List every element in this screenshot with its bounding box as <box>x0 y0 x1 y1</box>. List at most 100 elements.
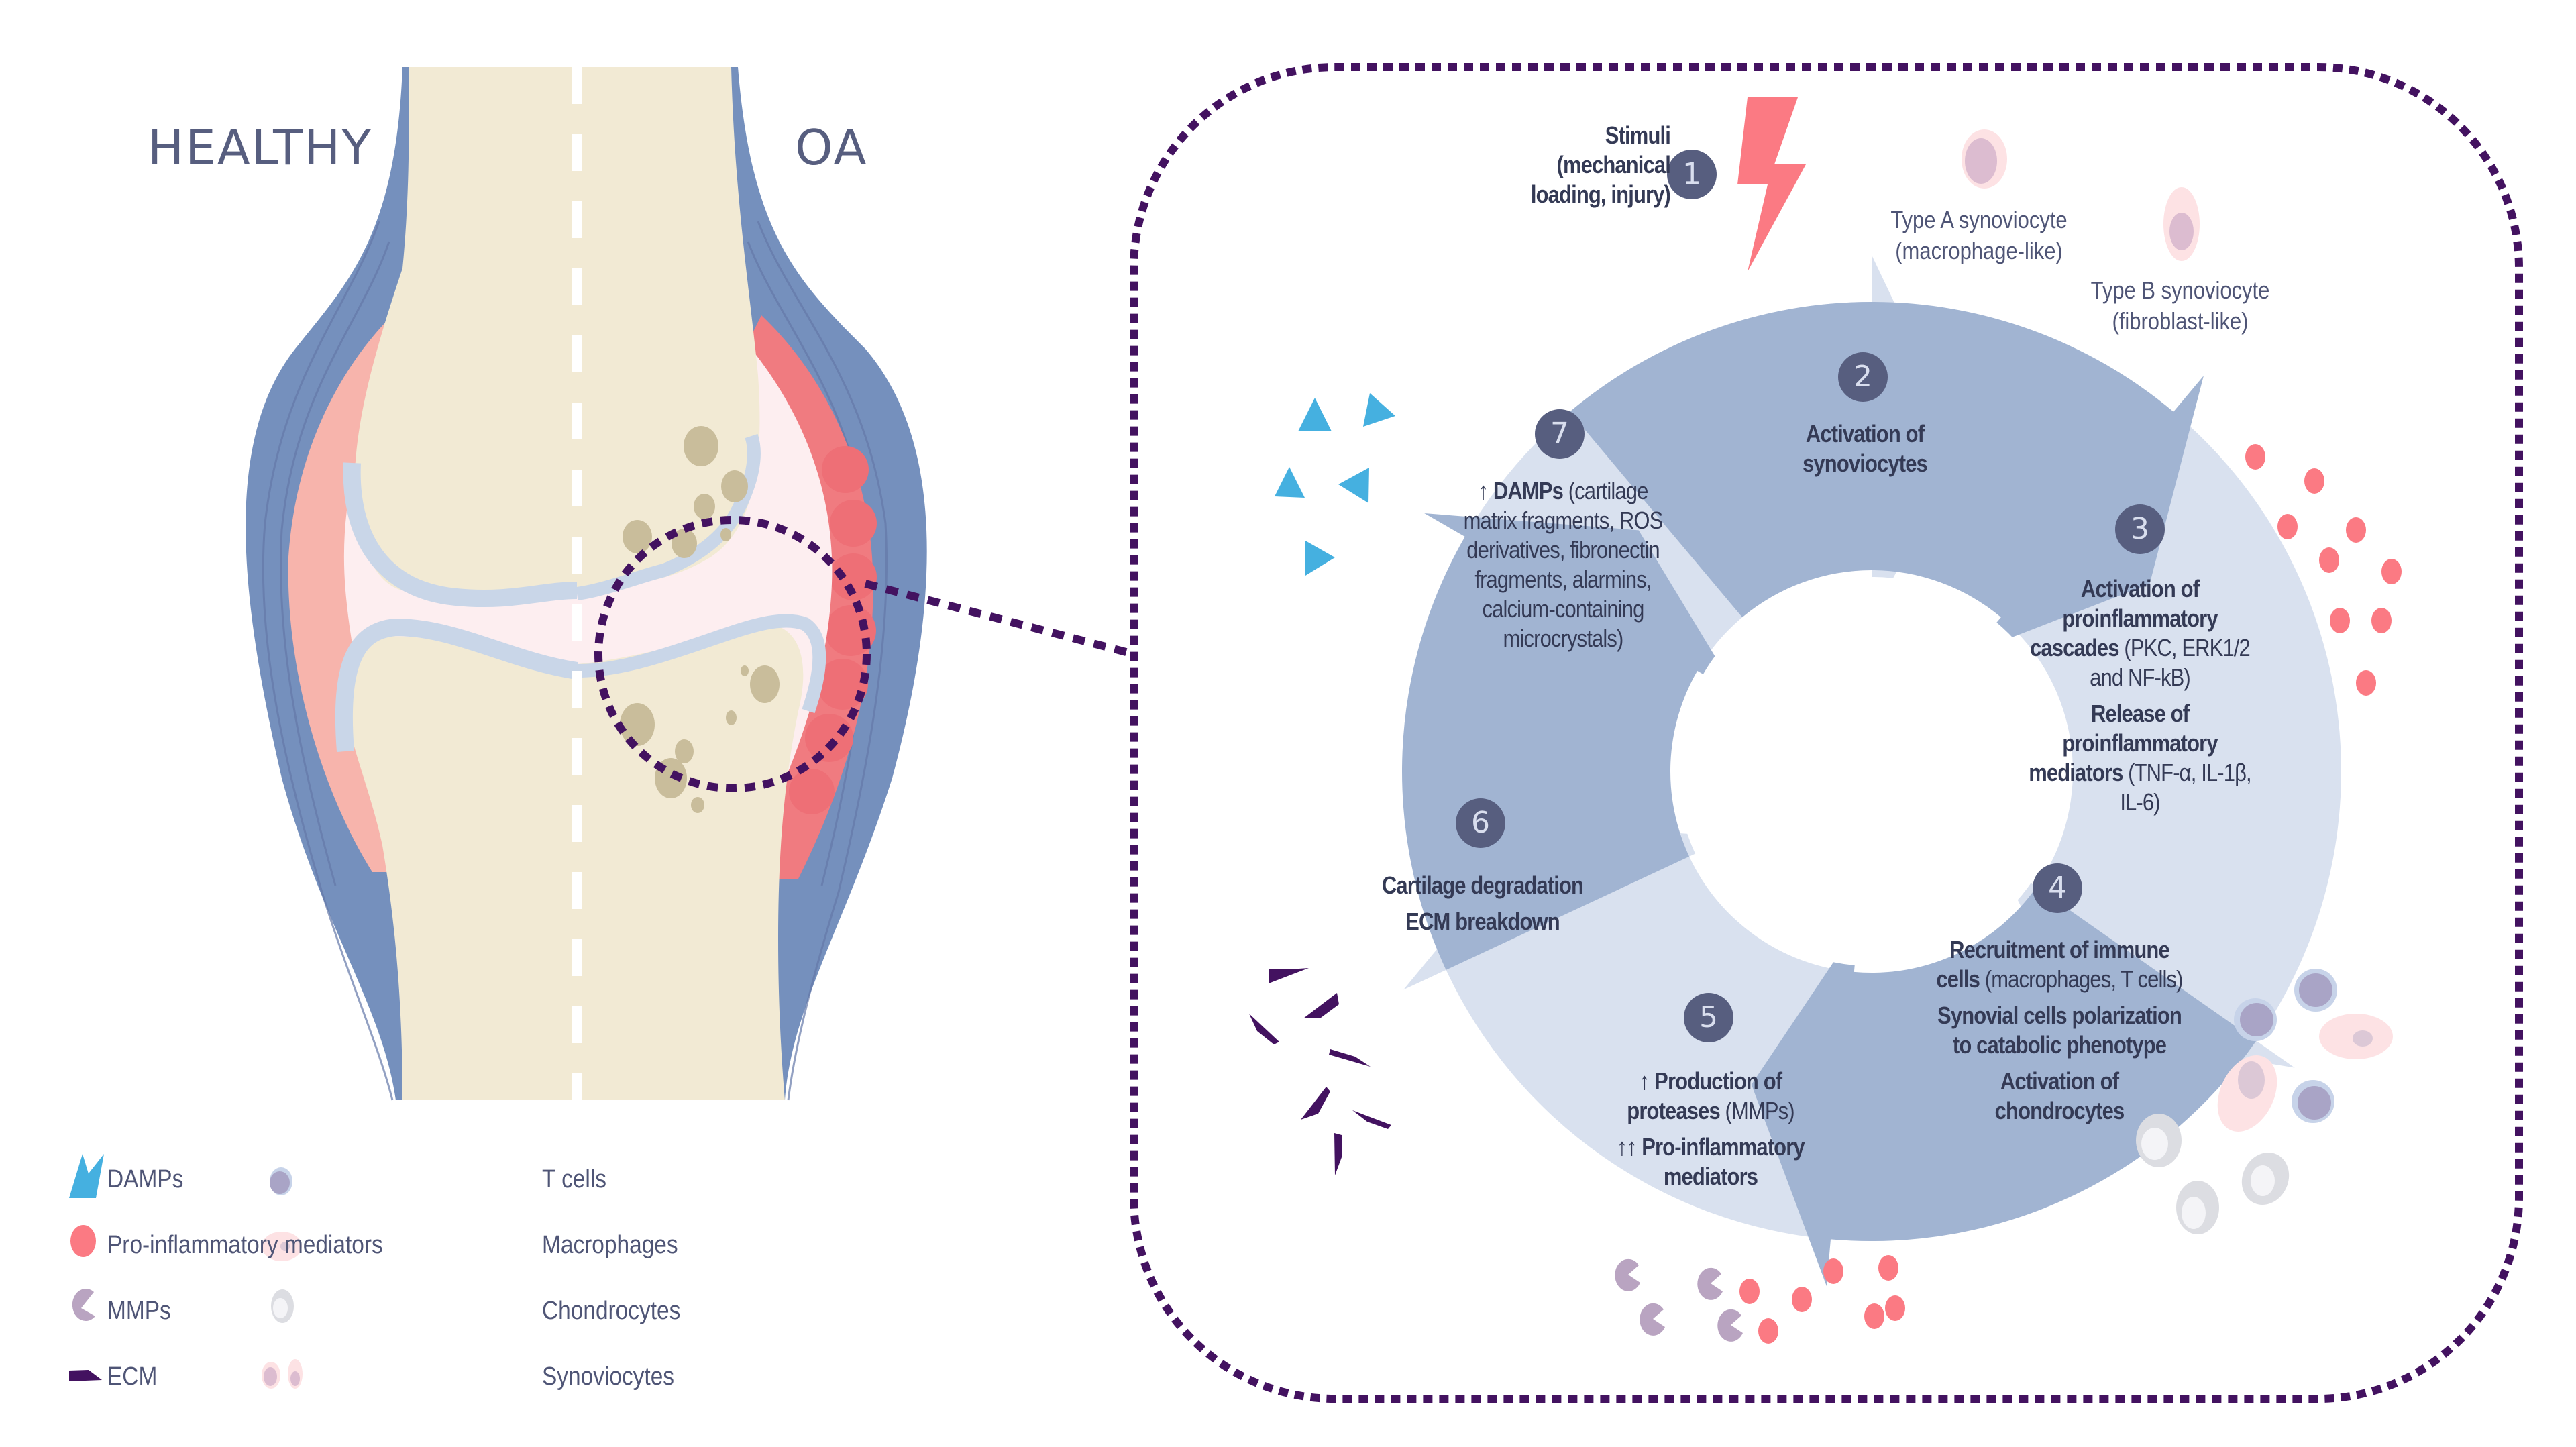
ecm-scatter <box>1249 968 1391 1175</box>
step-text-bold: chondrocytes <box>1994 1097 2125 1124</box>
step-text-regular: derivatives, fibronectin <box>1466 536 1660 564</box>
legend-label-damps: DAMPs <box>107 1165 184 1193</box>
step-text-line: mediators <box>1595 1162 1826 1191</box>
mmp-pacman-icon <box>72 1289 95 1322</box>
arrow-step-4 <box>1751 887 2257 1287</box>
step-text-line: Cartilage degradation <box>1361 871 1603 900</box>
step-text-line: Release of <box>2025 699 2255 729</box>
t-cell <box>2234 998 2277 1041</box>
femur-cartilage <box>343 462 578 607</box>
macrophage <box>2319 1014 2393 1059</box>
tibia-cartilage <box>335 618 578 752</box>
legend-icons <box>69 1154 303 1389</box>
ecm-fragment <box>1269 968 1309 983</box>
type-a-synoviocyte-label: Type A synoviocyte (macrophage-like) <box>1864 205 2094 266</box>
legend-label-synoviocytes: Synoviocytes <box>542 1362 675 1391</box>
step-text-line: microcrystals) <box>1459 624 1667 653</box>
type-a-line: Type A synoviocyte <box>1890 206 2068 233</box>
ecm-fragment <box>1334 1133 1342 1175</box>
step-text-regular: (MMPs) <box>1719 1097 1795 1124</box>
step-text-line: ↑ Production of <box>1595 1067 1826 1096</box>
chondrocytes-scatter <box>2136 1114 2290 1234</box>
arrow-step-2 <box>1570 301 2204 653</box>
step-text-regular: fragments, alarmins, <box>1474 566 1652 593</box>
legend-label-mediators: Pro-inflammatory mediators <box>107 1231 383 1259</box>
ecm-fragment <box>1301 1087 1330 1120</box>
step-text-line: Recruitment of immune <box>1933 935 2186 965</box>
step-text-line: Activation of <box>1933 1067 2186 1096</box>
step-text-line: matrix fragments, ROS <box>1459 506 1667 535</box>
type-a-synoviocyte-icon <box>1962 129 2007 189</box>
step-text-bold: proteases <box>1627 1097 1720 1124</box>
step-text-bold: Release of <box>2090 700 2190 727</box>
step-text-bold: cascades <box>2030 634 2119 661</box>
step-text-line: Activation of <box>1772 419 1957 449</box>
macrophage-icon <box>262 1232 302 1261</box>
ecm-fragment <box>1303 993 1339 1018</box>
healthy-label: HEALTHY <box>148 119 373 176</box>
step-text-line: cascades (PKC, ERK1/2 <box>2025 633 2255 663</box>
step-text-bold: ECM breakdown <box>1405 908 1560 935</box>
step-6-badge: 6 <box>1456 798 1505 848</box>
mediators-scatter-right <box>2245 444 2402 696</box>
chondrocyte <box>2136 1114 2182 1167</box>
step-text-line: fragments, alarmins, <box>1459 565 1667 594</box>
step-text-bold: Recruitment of immune <box>1949 936 2170 963</box>
step-text-bold: to catabolic phenotype <box>1952 1031 2167 1059</box>
cycle-center <box>1677 577 2066 966</box>
step-text-line: calcium-containing <box>1459 594 1667 624</box>
step-text-line: proteases (MMPs) <box>1595 1096 1826 1126</box>
chondrocyte <box>2176 1181 2219 1234</box>
macrophages-scatter <box>2217 1014 2393 1132</box>
step-5-badge: 5 <box>1684 993 1733 1042</box>
step-text-regular: IL-6) <box>2120 788 2160 816</box>
damp-triangle <box>1305 541 1335 576</box>
stimuli-line: loading, injury) <box>1530 180 1671 208</box>
step-1-badge: 1 <box>1667 150 1717 199</box>
lightning-bolt-icon <box>1737 97 1806 272</box>
step-text-regular: calcium-containing <box>1482 595 1645 623</box>
step-text-line: chondrocytes <box>1933 1096 2186 1126</box>
step-text-line: mediators (TNF-α, IL-1β, <box>2025 758 2255 788</box>
t-cell <box>2294 969 2337 1012</box>
type-b-synoviocyte-icon <box>2163 187 2200 261</box>
t-cells-scatter <box>2234 969 2337 1123</box>
type-a-line: (macrophage-like) <box>1895 237 2063 264</box>
step-text-line: and NF-kB) <box>2025 663 2255 692</box>
type-b-line: (fibroblast-like) <box>2112 307 2249 335</box>
damps-scatter <box>1275 393 1395 576</box>
step-text-bold: mediators <box>2029 759 2123 786</box>
step-text-bold: Activation of <box>1805 420 1925 447</box>
step-text-regular: ↑ <box>1639 1067 1655 1095</box>
ecm-fragment <box>1249 1014 1279 1044</box>
type-b-line: Type B synoviocyte <box>2090 276 2270 304</box>
step-text-line: proinflammatory <box>2025 729 2255 758</box>
ecm-fragment <box>1329 1049 1371 1067</box>
step-text-regular: ↑↑ <box>1617 1133 1642 1161</box>
step-text-line: Activation of <box>2025 574 2255 604</box>
subchondral-cysts <box>620 426 780 813</box>
step-text-line: IL-6) <box>2025 788 2255 817</box>
stimuli-line: Stimuli <box>1605 121 1671 149</box>
oa-label: OA <box>795 119 868 176</box>
damps-triangle-icon-fill <box>69 1154 96 1198</box>
stimuli-line: (mechanical <box>1556 151 1670 178</box>
step-text-line: ↑ DAMPs (cartilage <box>1459 476 1667 506</box>
step-text-line: cells (macrophages, T cells) <box>1933 965 2186 994</box>
legend-label-macrophages: Macrophages <box>542 1231 678 1259</box>
step-text-bold: Pro-inflammatory <box>1642 1133 1805 1161</box>
step-text-bold: Activation of <box>2080 575 2200 602</box>
step-text-regular: (TNF-α, IL-1β, <box>2123 759 2251 786</box>
step-text-bold: Activation of <box>2000 1067 2119 1095</box>
step-1-text: Stimuli (mechanical loading, injury) <box>1462 121 1671 209</box>
step-4-badge: 4 <box>2033 863 2082 913</box>
step-text-regular: ↑ <box>1478 477 1493 504</box>
damp-triangle <box>1363 393 1395 427</box>
chondrocyte-icon <box>271 1289 294 1323</box>
